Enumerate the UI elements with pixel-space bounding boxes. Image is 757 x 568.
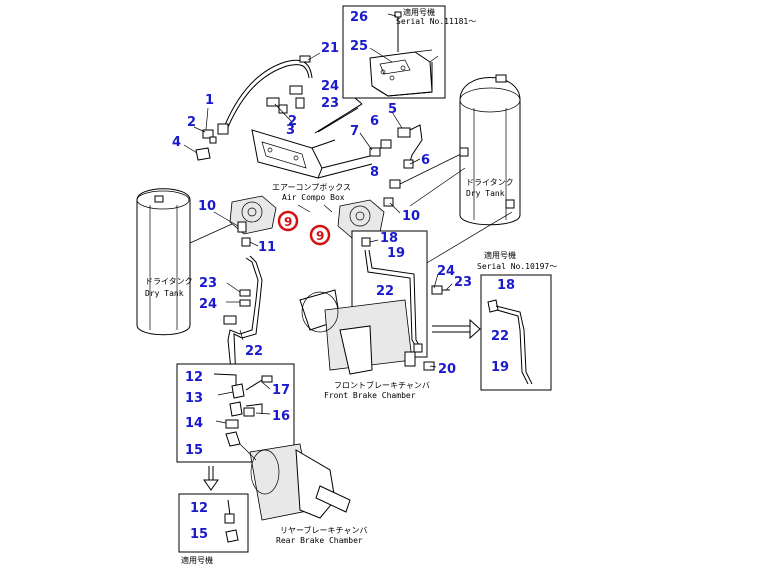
callout-22-inset[interactable]: 22 [376, 284, 394, 299]
callout-4[interactable]: 4 [172, 135, 181, 150]
callouts: 26 25 21 24 23 1 2 3 2 4 5 6 7 6 8 10 10… [172, 10, 515, 542]
inset-b-serial-jp: 適用号機 [484, 250, 516, 260]
callout-21[interactable]: 21 [321, 41, 339, 56]
inset-c-serial-jp: 適用号機 [181, 555, 213, 565]
highlight-part-9-right[interactable]: 9 [309, 224, 331, 246]
callout-10-right[interactable]: 10 [402, 209, 420, 224]
callout-18-inset[interactable]: 18 [380, 231, 398, 246]
callout-17[interactable]: 17 [272, 383, 290, 398]
callout-22-serial[interactable]: 22 [491, 329, 509, 344]
front-brake-en: Front Brake Chamber [324, 391, 416, 400]
dry-tank-left-en: Dry Tank [145, 289, 184, 298]
callout-15-inset[interactable]: 15 [185, 443, 203, 458]
callout-19-inset[interactable]: 19 [387, 246, 405, 261]
callout-12-inset[interactable]: 12 [185, 370, 203, 385]
dry-tank-left-jp: ドライタンク [145, 277, 193, 286]
red-callout-9-left: 9 [284, 215, 292, 229]
front-brake-chamber: フロントブレーキチャンバ Front Brake Chamber [299, 289, 430, 400]
callout-19-serial[interactable]: 19 [491, 360, 509, 375]
leader-lines [183, 13, 453, 424]
callout-2-left[interactable]: 2 [187, 115, 196, 130]
callout-5[interactable]: 5 [388, 102, 397, 117]
callout-16[interactable]: 16 [272, 409, 290, 424]
front-brake-jp: フロントブレーキチャンバ [334, 380, 430, 390]
rear-brake-en: Rear Brake Chamber [276, 536, 363, 545]
inset-a-serial: Serial No.11181～ [396, 17, 476, 26]
callout-2-right[interactable]: 2 [288, 114, 297, 129]
callout-13[interactable]: 13 [185, 391, 203, 406]
red-callout-9-right: 9 [316, 229, 324, 243]
dry-tank-left: ドライタンク Dry Tank [136, 188, 193, 336]
callout-1[interactable]: 1 [205, 93, 214, 108]
air-compo-box-en: Air Compo Box [282, 193, 345, 202]
compressor-left [229, 195, 277, 247]
callout-11[interactable]: 11 [258, 240, 276, 255]
callout-10-left[interactable]: 10 [198, 199, 216, 214]
dry-tank-right-en: Dry Tank [466, 189, 505, 198]
dry-tank-right: ドライタンク Dry Tank [459, 74, 521, 226]
inset-b-serial: Serial No.10197～ [477, 262, 557, 271]
callout-24-right[interactable]: 24 [437, 264, 455, 279]
callout-3[interactable]: 3 [286, 123, 295, 138]
callout-12-bottom[interactable]: 12 [190, 501, 208, 516]
callout-18-serial[interactable]: 18 [497, 278, 515, 293]
callout-24-left[interactable]: 24 [199, 297, 217, 312]
inset-a-serial-jp: 適用号機 [403, 7, 435, 17]
rear-brake-jp: リヤーブレーキチャンバ [280, 525, 367, 535]
callout-23-left[interactable]: 23 [199, 276, 217, 291]
callout-24-top[interactable]: 24 [321, 79, 339, 94]
callout-6-lower[interactable]: 6 [421, 153, 430, 168]
callout-15-bottom[interactable]: 15 [190, 527, 208, 542]
air-compo-box-jp: エアーコンプボックス [272, 183, 351, 192]
highlight-part-9-left[interactable]: 9 [277, 210, 299, 232]
callout-26[interactable]: 26 [350, 10, 368, 25]
inset-serial-10197: 適用号機 Serial No.10197～ [477, 250, 557, 391]
inset-serial-11181: 適用号機 Serial No.11181～ [342, 5, 476, 99]
rear-brake-chamber: リヤーブレーキチャンバ Rear Brake Chamber [249, 443, 367, 545]
callout-7[interactable]: 7 [350, 124, 359, 139]
callout-14[interactable]: 14 [185, 416, 203, 431]
callout-20[interactable]: 20 [438, 362, 456, 377]
callout-23-top[interactable]: 23 [321, 96, 339, 111]
callout-22-left[interactable]: 22 [245, 344, 263, 359]
callout-25[interactable]: 25 [350, 39, 368, 54]
callout-23-right[interactable]: 23 [454, 275, 472, 290]
callout-8[interactable]: 8 [370, 165, 379, 180]
callout-6-upper[interactable]: 6 [370, 114, 379, 129]
dry-tank-right-jp: ドライタンク [466, 178, 514, 187]
